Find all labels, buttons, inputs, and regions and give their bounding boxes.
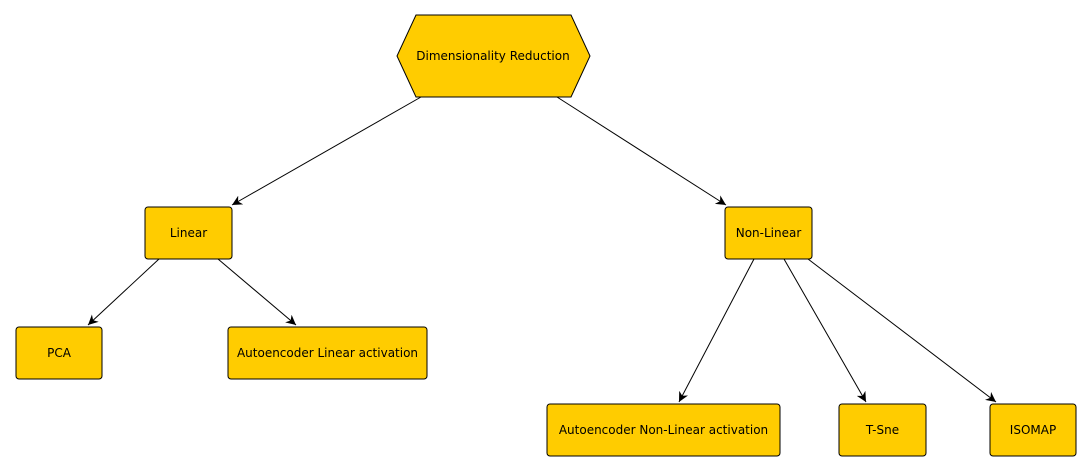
node-pca: PCA xyxy=(15,326,103,380)
node-non-linear: Non-Linear xyxy=(724,206,813,260)
edge-linear-pca xyxy=(87,258,160,326)
node-dimensionality-reduction: Dimensionality Reduction xyxy=(396,14,591,98)
node-isomap: ISOMAP xyxy=(989,403,1077,457)
edge-nonlinear-tsne xyxy=(783,258,867,403)
node-box xyxy=(546,403,781,457)
node-autoencoder-linear-activation: Autoencoder Linear activation xyxy=(227,326,428,380)
edge-nonlinear-isomap xyxy=(807,258,997,403)
edges xyxy=(87,96,997,403)
node-box xyxy=(724,206,813,260)
node-t-sne: T-Sne xyxy=(838,403,927,457)
node-autoencoder-non-linear-activation: Autoencoder Non-Linear activation xyxy=(546,403,781,457)
node-label: Autoencoder Linear activation xyxy=(237,346,418,360)
node-label: PCA xyxy=(47,346,72,360)
node-label: T-Sne xyxy=(865,423,899,437)
node-label: Linear xyxy=(170,226,207,240)
node-box xyxy=(15,326,103,380)
edge-nonlinear-ae-nonlinear xyxy=(678,258,755,403)
node-box xyxy=(838,403,927,457)
node-box xyxy=(144,206,233,260)
edge-root-nonlinear xyxy=(556,96,727,206)
hexagon-shape xyxy=(396,14,591,98)
edge-root-linear xyxy=(231,96,422,206)
node-label: Autoencoder Non-Linear activation xyxy=(559,423,768,437)
node-box xyxy=(989,403,1077,457)
node-label: Non-Linear xyxy=(736,226,802,240)
node-label: Dimensionality Reduction xyxy=(416,49,569,63)
edge-linear-ae-linear xyxy=(217,258,297,326)
node-label: ISOMAP xyxy=(1010,423,1056,437)
node-box xyxy=(227,326,428,380)
node-linear: Linear xyxy=(144,206,233,260)
